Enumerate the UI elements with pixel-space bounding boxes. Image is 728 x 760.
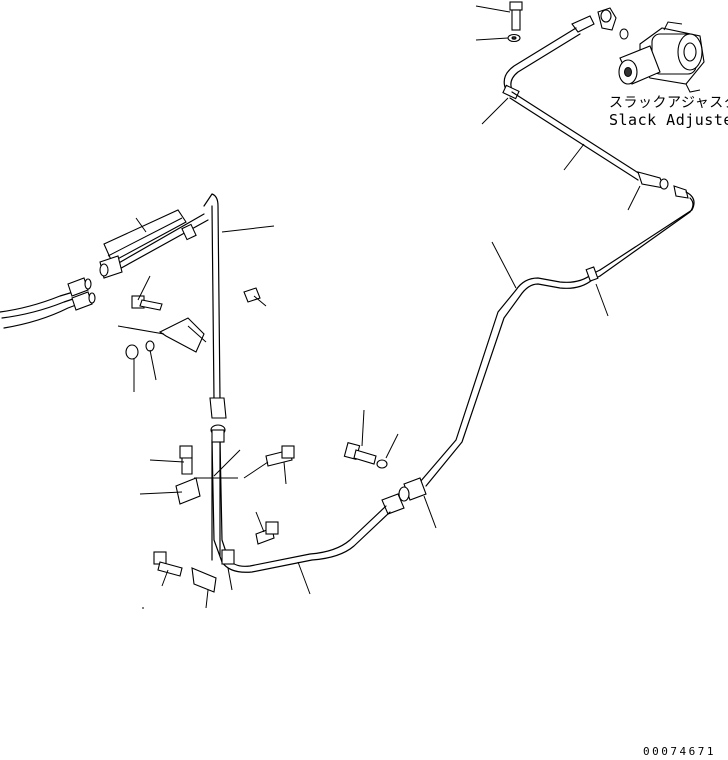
- tube-middle: [398, 266, 601, 502]
- bolt-top: [507, 1, 523, 43]
- elbow-fitting: [571, 7, 629, 40]
- clamp-lower: [153, 445, 295, 593]
- slack-adjuster: [618, 21, 705, 93]
- drawing-code: 00074671: [643, 745, 716, 758]
- leader-lines: [117, 5, 641, 609]
- component-label-en: Slack Adjuster: [609, 111, 728, 129]
- tube-lower: [211, 439, 405, 573]
- bolt-left: [125, 287, 261, 360]
- bracket-upper: [99, 209, 209, 279]
- tube-vertical: [203, 193, 227, 561]
- tube-upper: [502, 27, 695, 277]
- hoses-left: [0, 277, 96, 329]
- bolt-center: [343, 442, 388, 469]
- component-label-jp: スラックアジャスタ: [609, 95, 728, 111]
